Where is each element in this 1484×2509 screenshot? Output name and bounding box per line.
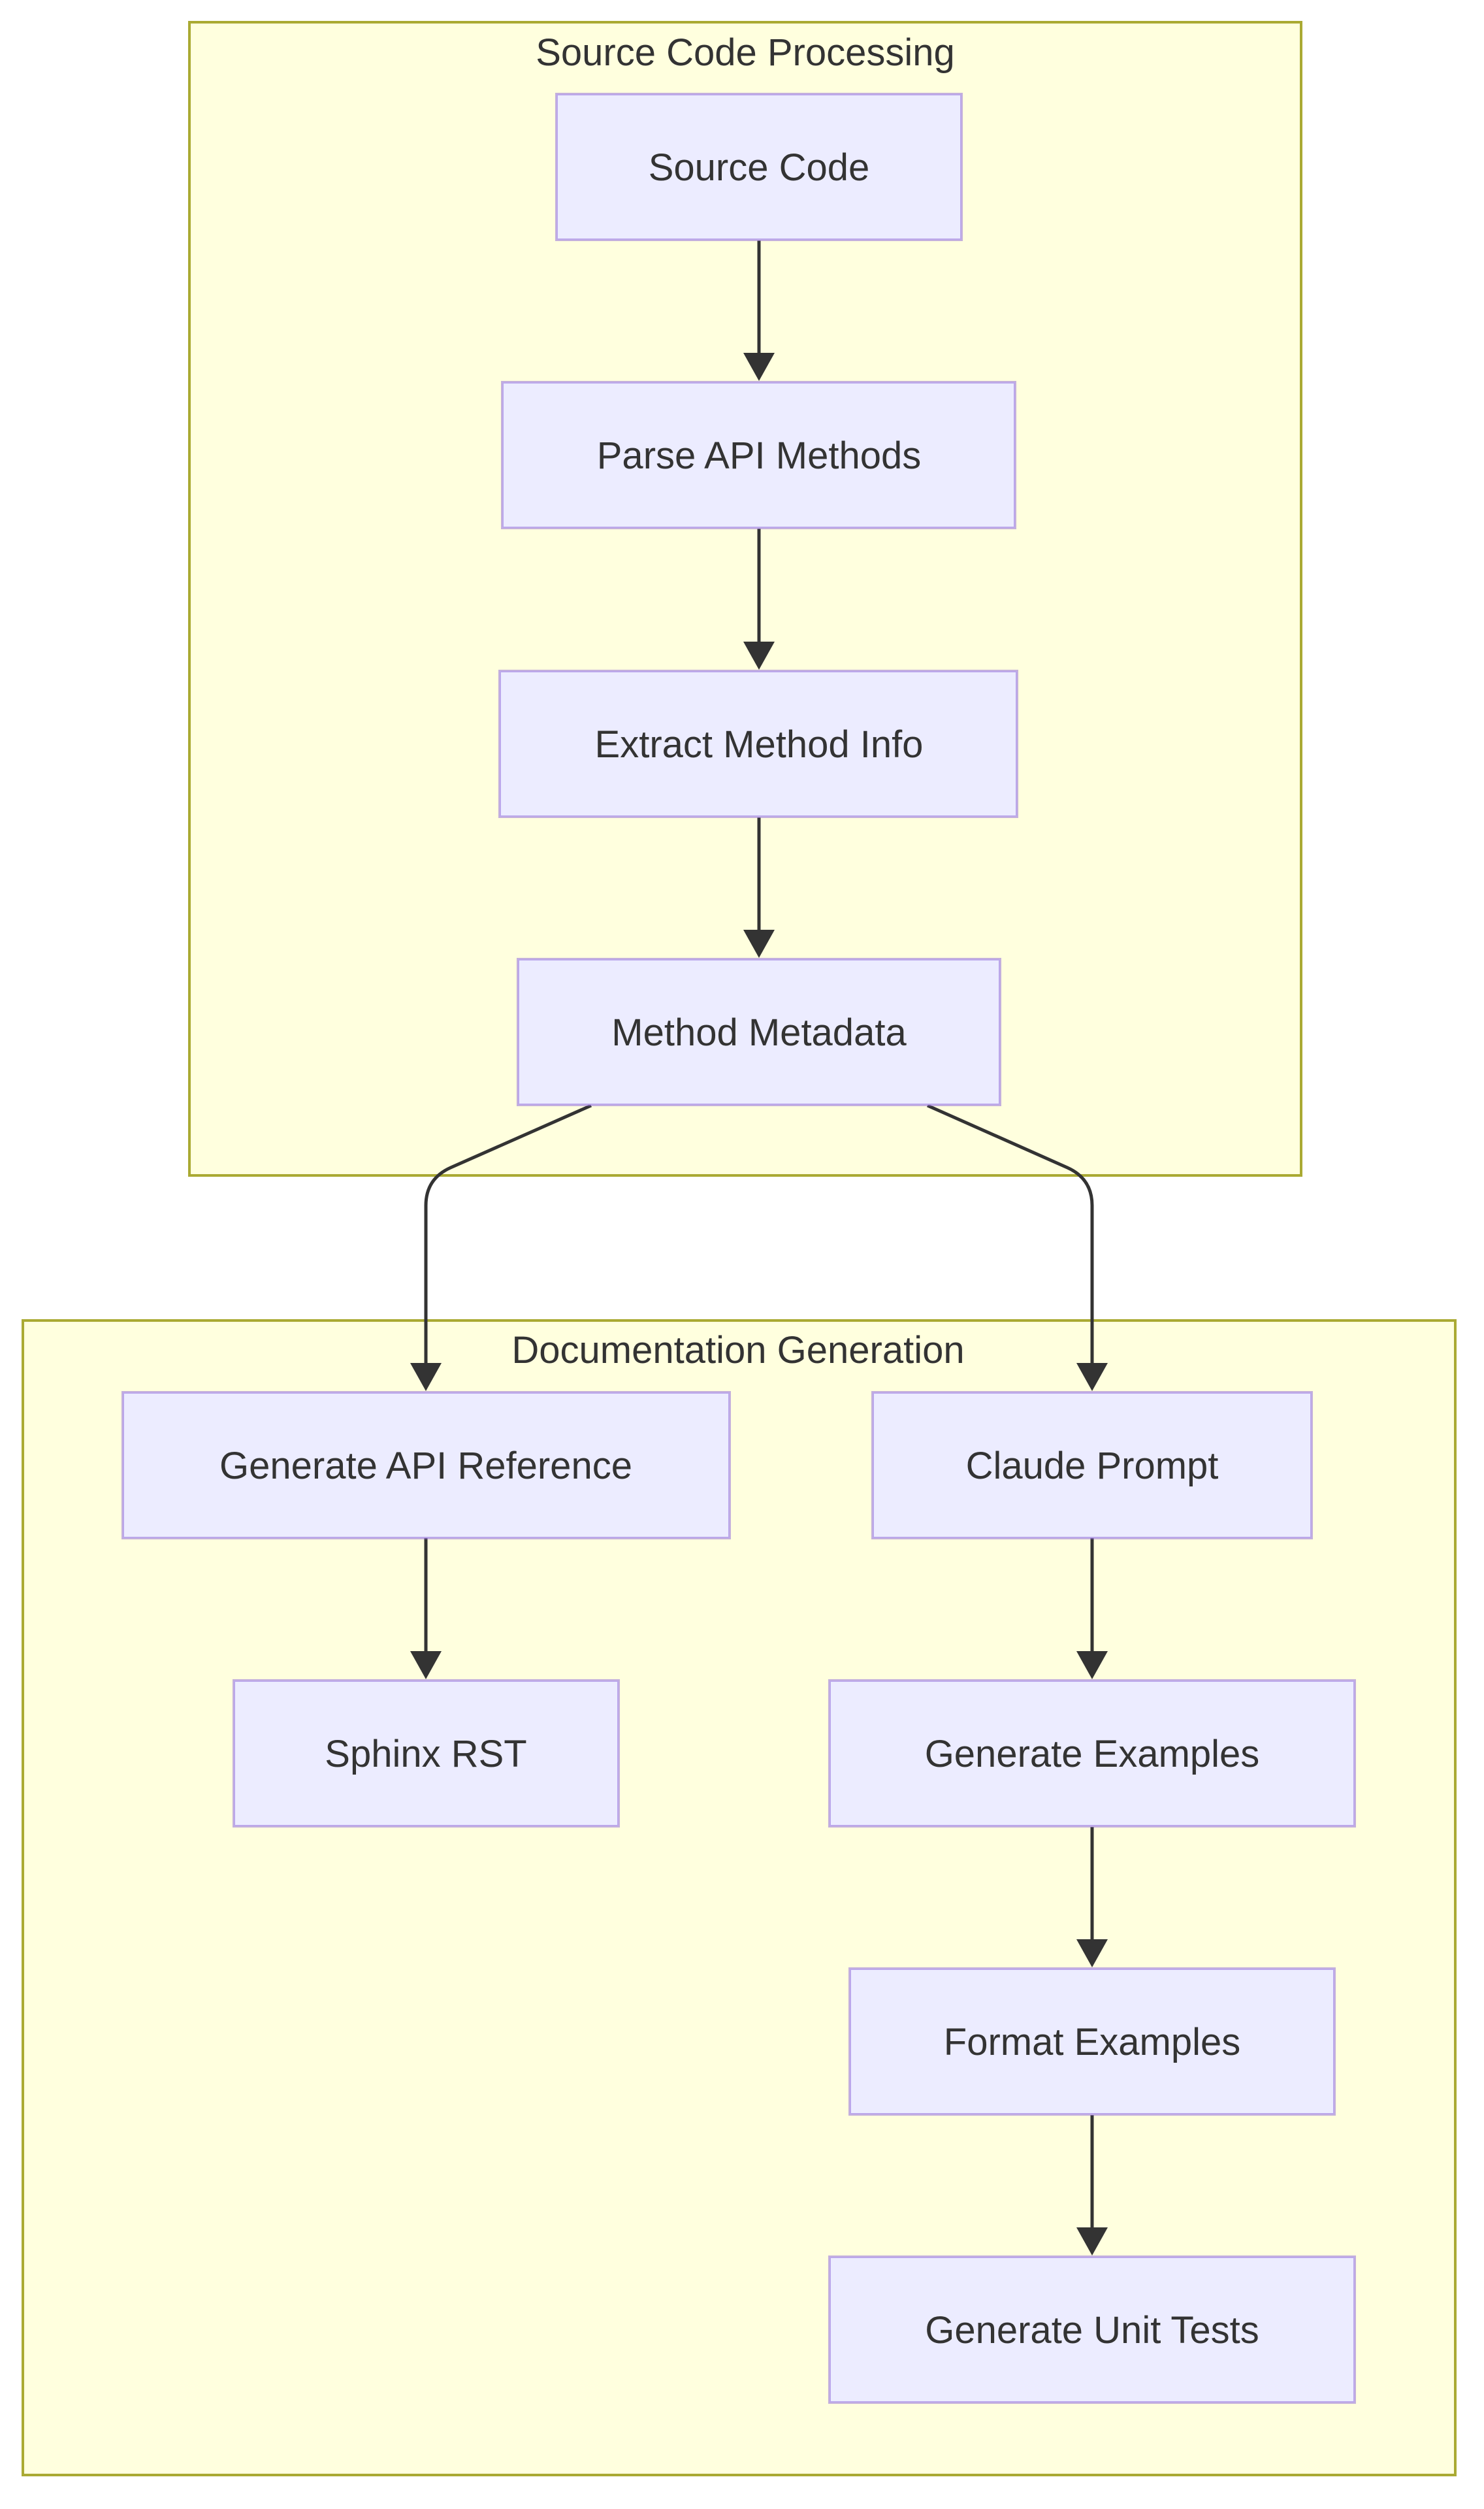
edge-source-code-to-parse-api [743, 240, 775, 381]
node-label: Source Code [649, 146, 870, 189]
node-label: Generate Examples [925, 1733, 1260, 1775]
node-sphinx-rst[interactable]: Sphinx RST [233, 1679, 620, 1828]
node-label: Claude Prompt [966, 1445, 1219, 1487]
edge-gen-examples-to-format-examples [1076, 1827, 1108, 1967]
edge-parse-api-to-extract-info [743, 529, 775, 670]
node-label: Format Examples [944, 2021, 1240, 2063]
edge-method-metadata-to-gen-api-ref [410, 1104, 592, 1391]
edge-gen-api-ref-to-sphinx-rst [410, 1538, 442, 1679]
node-source-code[interactable]: Source Code [555, 93, 963, 241]
node-extract-method-info[interactable]: Extract Method Info [498, 670, 1018, 818]
node-label: Method Metadata [611, 1011, 907, 1054]
node-generate-examples[interactable]: Generate Examples [828, 1679, 1356, 1828]
node-generate-api-reference[interactable]: Generate API Reference [121, 1391, 731, 1539]
node-label: Generate Unit Tests [925, 2309, 1259, 2352]
cluster-title-source: Source Code Processing [536, 31, 955, 74]
node-parse-api-methods[interactable]: Parse API Methods [501, 381, 1016, 529]
node-label: Parse API Methods [597, 435, 921, 477]
node-claude-prompt[interactable]: Claude Prompt [871, 1391, 1313, 1539]
edge-format-examples-to-gen-unit-tests [1076, 2115, 1108, 2255]
node-format-examples[interactable]: Format Examples [848, 1967, 1336, 2116]
edge-method-metadata-to-claude-prompt [926, 1104, 1108, 1391]
node-label: Sphinx RST [325, 1733, 526, 1775]
node-generate-unit-tests[interactable]: Generate Unit Tests [828, 2255, 1356, 2404]
edge-extract-info-to-method-metadata [743, 817, 775, 958]
nodes: Source Code Parse API Methods Extract Me… [121, 93, 1356, 2404]
cluster-title-docs: Documentation Generation [511, 1329, 964, 1371]
node-method-metadata[interactable]: Method Metadata [517, 958, 1001, 1106]
edge-claude-prompt-to-gen-examples [1076, 1538, 1108, 1679]
node-label: Extract Method Info [595, 723, 924, 766]
edges [410, 240, 1108, 2255]
node-label: Generate API Reference [219, 1445, 632, 1487]
